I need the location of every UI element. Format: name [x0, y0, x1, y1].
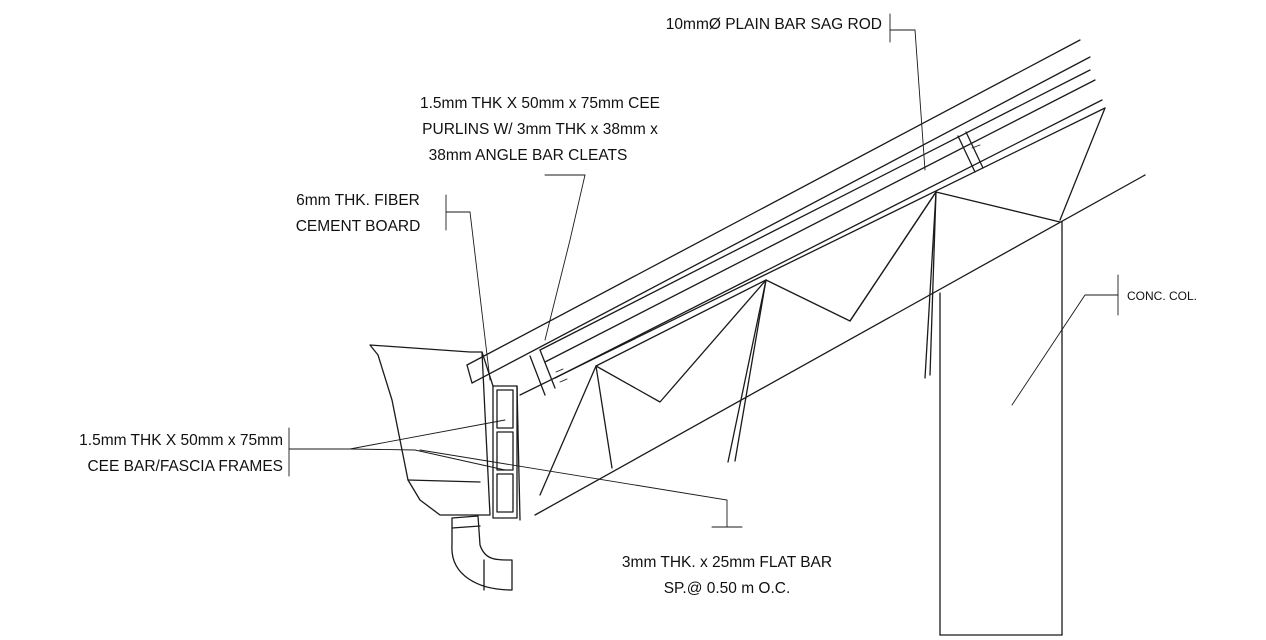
purlin-label-line-2: PURLINS W/ 3mm THK x 38mm x — [422, 121, 658, 138]
fiber-board-label-line-2: CEMENT BOARD — [296, 218, 421, 235]
fascia-label-line-2: CEE BAR/FASCIA FRAMES — [87, 458, 283, 475]
concrete-column — [939, 221, 1063, 636]
leader-lines — [288, 13, 1119, 528]
gutter — [369, 344, 491, 516]
purlin-cleat — [529, 349, 568, 396]
truss-web-members — [539, 191, 1061, 496]
sag-rod — [957, 131, 984, 173]
flat-bar-label-line-2: SP.@ 0.50 m O.C. — [664, 580, 791, 597]
fascia-label-line-1: 1.5mm THK X 50mm x 75mm — [79, 432, 283, 449]
purlin-label-line-1: 1.5mm THK X 50mm x 75mm CEE — [420, 95, 660, 112]
roof-sheet-lines — [466, 39, 1103, 384]
downspout — [451, 515, 513, 591]
sag-rod-label: 10mmØ PLAIN BAR SAG ROD — [666, 16, 882, 33]
fiber-board-label-line-1: 6mm THK. FIBER — [296, 192, 420, 209]
purlin-label-line-3: 38mm ANGLE BAR CLEATS — [429, 147, 628, 164]
flat-bar-label-line-1: 3mm THK. x 25mm FLAT BAR — [622, 554, 832, 571]
column-label: CONC. COL. — [1127, 289, 1197, 303]
fascia-frames — [481, 351, 521, 521]
truss-chords — [519, 107, 1146, 516]
